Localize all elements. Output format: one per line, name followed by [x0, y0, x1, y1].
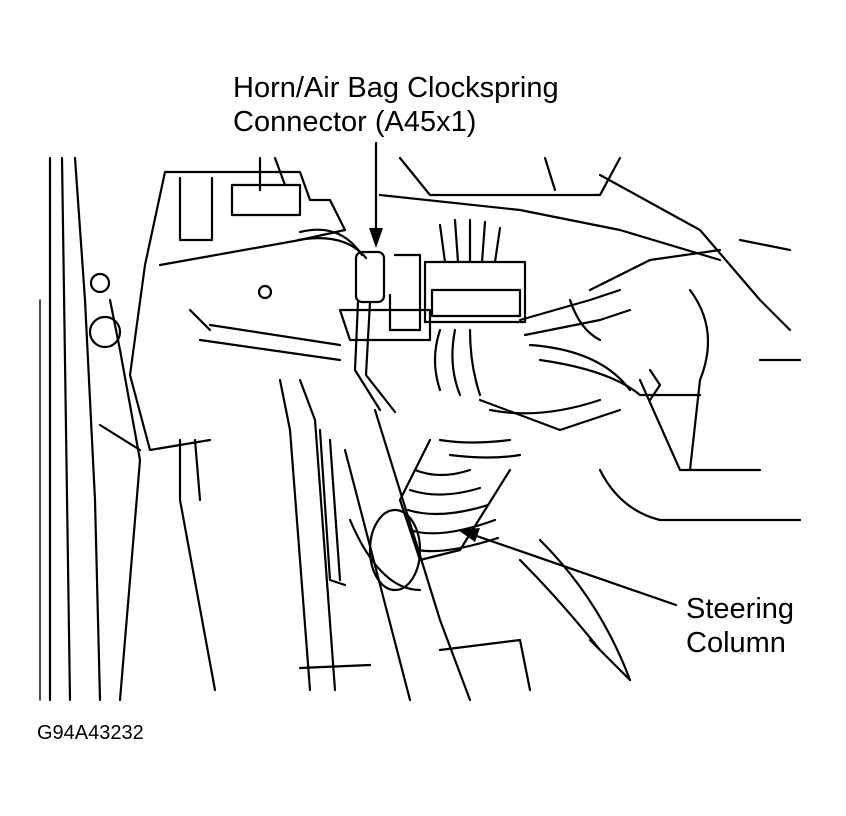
shelf-bar [188, 284, 342, 362]
left-pillar [39, 156, 142, 702]
clockspring-connector [296, 228, 397, 414]
steering-label-line1: Steering [686, 593, 795, 625]
connector-label-line2: Connector (A45x1) [233, 106, 477, 138]
lower-linkage [178, 378, 632, 692]
multi-pin-connector [338, 218, 527, 342]
steering-label-line2: Column [686, 627, 786, 659]
steering-column [343, 408, 522, 702]
steering-leader [458, 528, 678, 607]
connector-leader [369, 141, 383, 248]
upper-right-structure [378, 156, 802, 522]
figure-id: G94A43232 [37, 722, 144, 744]
dash-bracket [128, 156, 347, 452]
connector-label-line1: Horn/Air Bag Clockspring [233, 72, 559, 104]
wire-harness [433, 248, 722, 432]
